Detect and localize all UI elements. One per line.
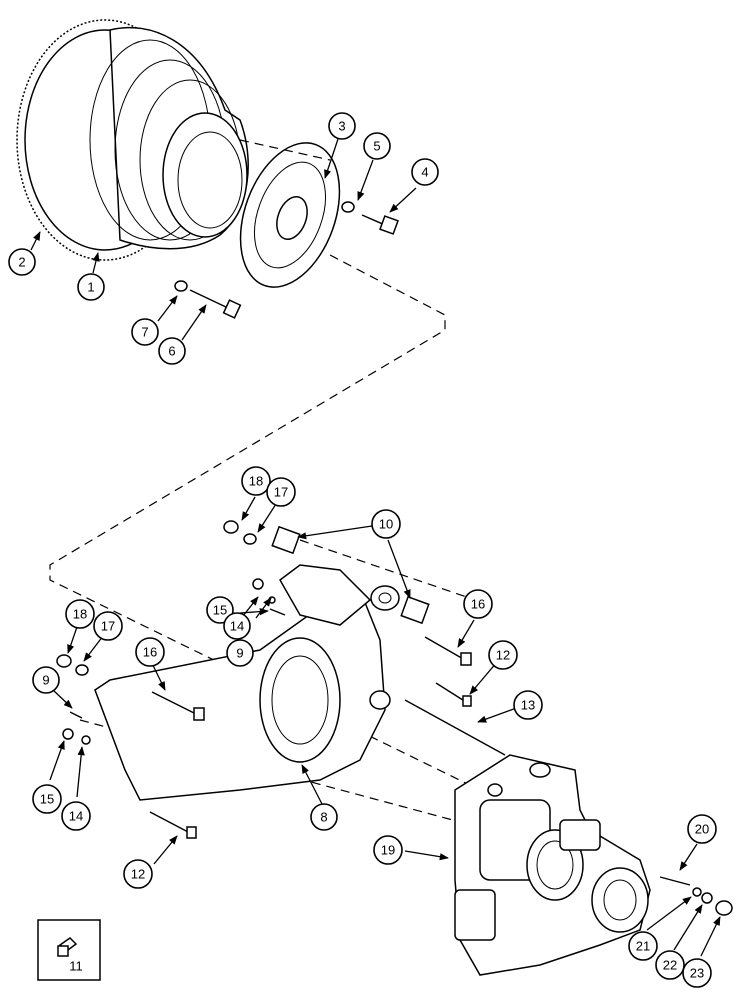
stud [404,699,506,756]
bolt [149,811,197,839]
svg-text:1: 1 [87,280,94,295]
svg-text:4: 4 [421,165,428,180]
callout-15: 15 [32,784,62,814]
nut [62,728,74,740]
callout-20: 20 [687,814,717,844]
damper-plate [239,142,341,288]
svg-text:23: 23 [690,966,704,981]
callout-5: 5 [363,132,391,160]
nut [223,520,239,534]
svg-text:14: 14 [230,619,244,634]
svg-text:16: 16 [471,597,485,612]
callout-7: 7 [131,318,159,346]
nut [252,578,264,590]
svg-text:19: 19 [381,843,395,858]
nut [341,201,355,213]
washer [692,887,702,897]
callout-17: 17 [266,477,296,507]
bolt [151,691,205,721]
nut [715,900,733,916]
callout-13: 13 [513,690,543,720]
callout-11: 11 [69,959,83,974]
callout-19: 19 [373,835,403,865]
svg-text:18: 18 [249,474,263,489]
svg-text:2: 2 [18,255,25,270]
svg-text:5: 5 [373,139,380,154]
grease-fitting-inset [37,919,101,981]
svg-text:10: 10 [379,517,393,532]
callout-10: 10 [371,509,401,539]
svg-text:17: 17 [101,619,115,634]
svg-text:22: 22 [663,958,677,973]
callout-16: 16 [463,589,493,619]
long-bolt [189,289,242,319]
flywheel-assembly [16,19,249,261]
svg-text:3: 3 [338,119,345,134]
washer [243,533,257,545]
callout-1: 1 [77,273,105,301]
hydraulic-pump [454,754,651,976]
callout-3: 3 [328,112,356,140]
callout-17: 17 [93,611,123,641]
svg-text:21: 21 [636,939,650,954]
svg-text:8: 8 [320,810,327,825]
svg-text:6: 6 [168,344,175,359]
leader-lines [30,138,721,957]
svg-text:14: 14 [69,809,83,824]
callout-12: 12 [123,859,153,889]
callout-18: 18 [65,599,95,629]
bolt [361,214,399,235]
sleeve [271,525,301,555]
alignment-line [49,254,481,791]
callout-9: 9 [226,639,254,667]
svg-text:17: 17 [274,485,288,500]
callout-22: 22 [655,950,685,980]
svg-text:12: 12 [496,648,510,663]
stud [659,876,691,886]
svg-text:15: 15 [213,603,227,618]
svg-text:9: 9 [236,646,243,661]
svg-text:9: 9 [42,673,49,688]
washer [75,664,89,676]
callout-14: 14 [223,612,251,640]
pin [69,711,83,719]
svg-text:11: 11 [69,959,83,974]
washer [81,735,91,745]
callout-4: 4 [411,158,439,186]
pin [269,608,286,616]
callout-6: 6 [158,337,186,365]
callout-15: 15 [206,596,234,624]
svg-text:7: 7 [141,325,148,340]
svg-text:18: 18 [73,607,87,622]
nut [56,654,72,668]
callout-8: 8 [310,803,338,831]
svg-text:13: 13 [521,698,535,713]
svg-text:15: 15 [40,792,54,807]
callout-9: 9 [32,666,60,694]
svg-text:12: 12 [131,867,145,882]
bell-housing [94,564,400,801]
bolt [424,636,472,666]
bolt [435,682,472,707]
callout-14: 14 [61,801,91,831]
washer [174,280,188,292]
svg-text:20: 20 [695,822,709,837]
callout-21: 21 [628,931,658,961]
callout-23: 23 [682,958,712,988]
svg-text:16: 16 [143,645,157,660]
callout-2: 2 [8,248,36,276]
callout-12: 12 [488,640,518,670]
washer [701,892,713,904]
sleeve [400,595,430,625]
callout-18: 18 [241,466,271,496]
callout-16: 16 [135,637,165,667]
